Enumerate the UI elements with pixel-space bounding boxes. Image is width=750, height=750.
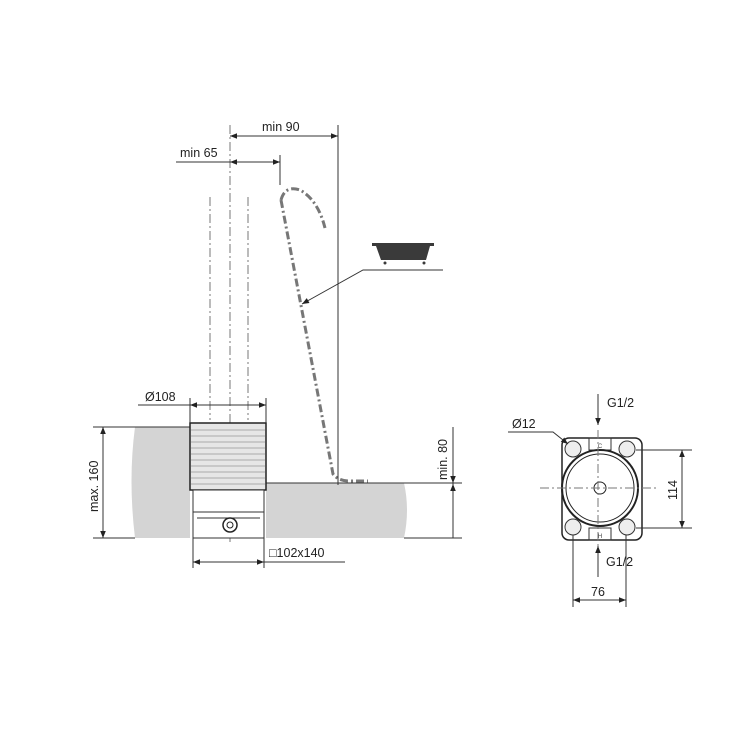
label-box: □102x140: [269, 546, 325, 560]
label-114: 114: [666, 480, 680, 500]
label-g12-bottom: G1/2: [606, 555, 633, 569]
label-dia108: Ø108: [145, 390, 176, 404]
port-bottom-label: H: [598, 534, 602, 540]
bathtub-leader: [301, 269, 443, 305]
plan-view: C H: [540, 430, 657, 548]
label-min65: min 65: [180, 146, 218, 160]
label-min90: min 90: [262, 120, 300, 134]
label-76: 76: [591, 585, 605, 599]
label-g12-top: G1/2: [607, 396, 634, 410]
center-lines: [209, 125, 249, 545]
bathtub-icon: [372, 243, 434, 265]
port-top-label: C: [598, 444, 603, 450]
dim-dia12-leader: [508, 431, 569, 445]
spout-outline: [279, 187, 368, 483]
mixer-body: [189, 422, 267, 539]
label-max160: max. 160: [87, 461, 101, 512]
label-min80: min. 80: [436, 439, 450, 480]
label-dia12: Ø12: [512, 417, 536, 431]
floor-section: [130, 426, 407, 538]
